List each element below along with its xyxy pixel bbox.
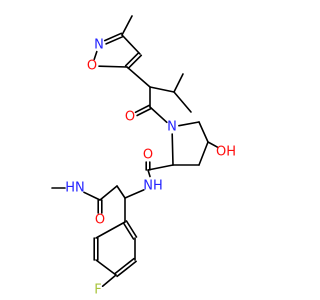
bond-isoxazole-c5-isoxazole-c4-line-2: [127, 54, 143, 70]
isoxazole-oxygen-label: O: [87, 59, 97, 74]
carboxamide-oxygen-label: O: [143, 148, 153, 163]
bond-pyrrolidine-c4-pyrrolidine-c3: [198, 141, 209, 166]
bond-pyrrolidine-c2-carboxamide-carbon: [147, 164, 174, 171]
bond-benzylic-carbon-methylene-carbon: [116, 185, 126, 199]
bond-isopropyl-ch-isopropyl-methyl-1: [173, 73, 184, 93]
bond-amide-nitrogen-benzylic-carbon: [124, 189, 145, 199]
bond-pyrrolidine-c2-pyrrolidine-nitrogen: [171, 133, 174, 166]
fluorine-label: F: [94, 283, 101, 298]
methylamide-nitrogen-label: HN: [65, 181, 85, 196]
bond-acyl-carbon-acyl-oxygen-line-2: [134, 104, 150, 114]
bond-isoxazole-c5-isoxazole-c4-line-1: [124, 51, 140, 67]
bond-acyl-carbon-pyrrolidine-nitrogen: [149, 106, 168, 124]
bond-acyl-carbon-acyl-oxygen-line-1: [136, 107, 152, 117]
bond-isoxazole-c3-isoxazole-nitrogen-line-2: [103, 32, 123, 42]
bond-terminal-amide-carbon-methylamide-nitrogen: [83, 191, 101, 201]
bond-phenyl-c3-phenyl-c4-line-2: [114, 257, 135, 275]
bond-alpha-carbon-isopropyl-ch: [149, 86, 175, 93]
bond-phenyl-c6-phenyl-c1: [95, 221, 126, 239]
bond-carboxamide-carbon-amide-nitrogen: [147, 169, 151, 178]
bond-isopropyl-ch-isopropyl-methyl-2: [173, 91, 192, 113]
pyrrolidine-nitrogen-label: N: [167, 120, 177, 135]
bond-isoxazole-oxygen-isoxazole-c5: [98, 65, 128, 68]
amide-nitrogen-label: NH: [143, 179, 163, 194]
isoxazole-nitrogen-label: N: [94, 38, 104, 53]
bond-isoxazole-c5-alpha-carbon: [126, 66, 151, 88]
hydroxyl-oxygen-label: OH: [216, 145, 236, 160]
bond-pyrrolidine-c4-hydroxyl-oxygen: [207, 141, 219, 148]
bond-pyrrolidine-nitrogen-pyrrolidine-c5: [178, 121, 200, 127]
bond-isoxazole-nitrogen-isoxazole-oxygen: [93, 50, 98, 61]
bond-methylene-carbon-terminal-amide-carbon: [99, 185, 118, 201]
bond-pyrrolidine-c5-pyrrolidine-c4: [198, 121, 209, 143]
acyl-oxygen-label: O: [125, 110, 135, 125]
bond-isoxazole-c3-isoxazole-nitrogen-line-1: [105, 35, 124, 45]
bond-phenyl-c1-phenyl-c2-line-1: [125, 220, 138, 238]
bond-phenyl-c4-phenyl-c5: [95, 259, 117, 276]
bond-phenyl-c4-fluorine: [101, 274, 117, 288]
bond-phenyl-c1-phenyl-c2-line-2: [122, 222, 135, 240]
bond-layer: [51, 15, 219, 288]
bond-isoxazole-c4-isoxazole-c3: [121, 34, 141, 55]
bond-phenyl-c3-phenyl-c4-line-1: [116, 260, 137, 278]
bond-ring-methyl-carbon-isoxazole-c3: [121, 15, 133, 36]
terminal-amide-oxygen-label: O: [95, 213, 105, 228]
